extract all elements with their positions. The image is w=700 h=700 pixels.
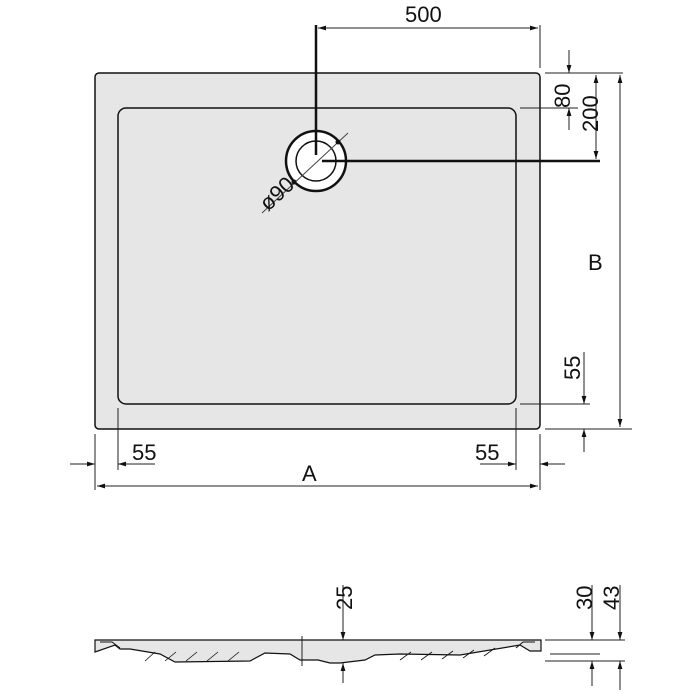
dim-drain-depth-label: 25 (332, 586, 357, 610)
dim-rim-right-bottom-label: 55 (475, 440, 499, 465)
dim-rim-right-label: 55 (560, 356, 585, 380)
dim-height-B-label: B (588, 250, 603, 275)
section-view: 25 30 43 (94, 585, 625, 690)
dim-drain-x-label: 500 (405, 2, 442, 27)
dim-width-A-label: A (302, 461, 317, 486)
dim-total-height-label: 43 (599, 586, 624, 610)
dim-rim-left-bottom-label: 55 (132, 440, 156, 465)
dim-rim-height-label: 30 (572, 586, 597, 610)
plan-view: ø90 500 80 200 B 55 55 55 A (70, 2, 632, 490)
dim-drain-y-label: 200 (578, 95, 603, 132)
section-hatching (144, 647, 496, 662)
drain (261, 25, 600, 214)
dim-rim-top-label: 80 (550, 84, 575, 108)
section-profile (94, 639, 542, 664)
